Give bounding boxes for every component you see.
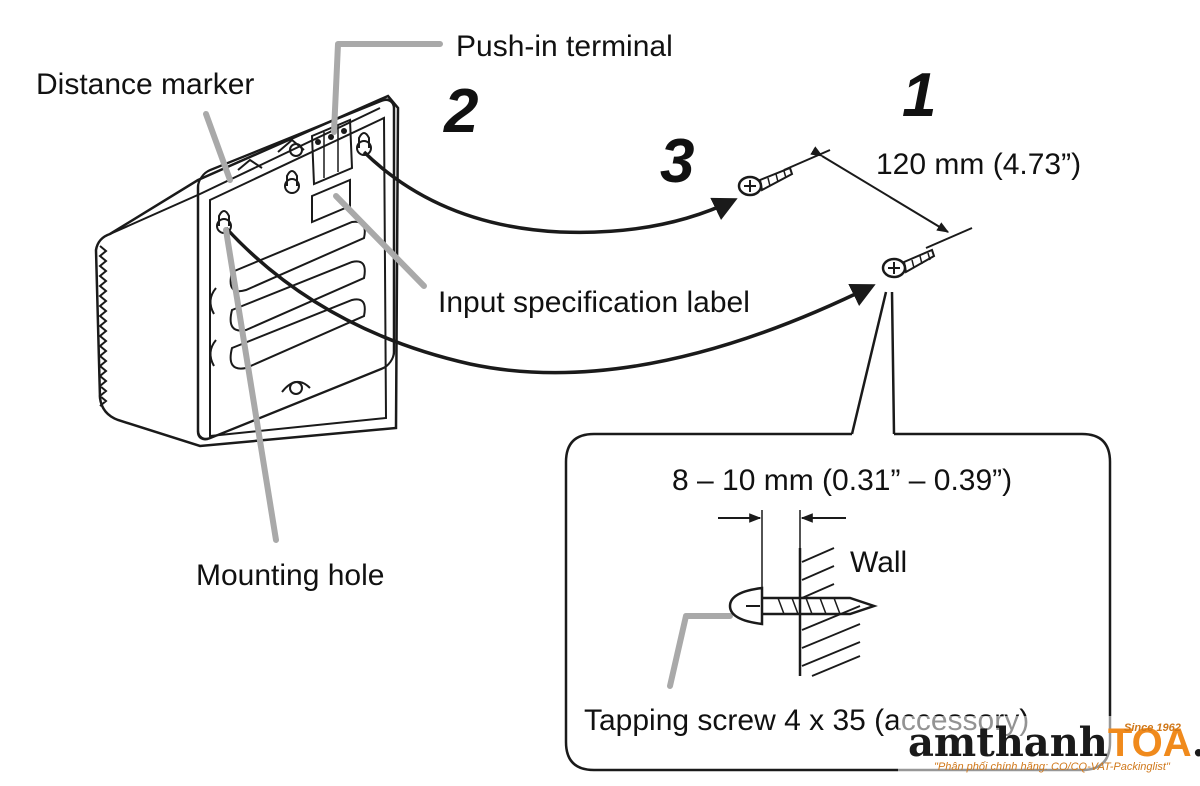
screw-side-view [728, 586, 878, 626]
keyhole-right [356, 132, 372, 156]
back-plate [196, 98, 396, 441]
arrow-upper [362, 150, 738, 235]
speaker-unit [94, 94, 400, 448]
leader-tapping-screw [667, 613, 733, 689]
wall-section [798, 547, 861, 677]
callout-frame [564, 432, 1112, 772]
leader-input-spec [333, 193, 427, 289]
arrow-lower [224, 226, 876, 375]
label-wall: Wall [850, 546, 907, 579]
step-number-2: 2 [443, 77, 478, 146]
label-distance-marker: Distance marker [36, 68, 254, 101]
screw-lower [881, 248, 936, 279]
brand-logo-text: amthanhTOA.vn [908, 719, 1200, 766]
leader-mounting-hole [223, 227, 279, 543]
label-push-in-terminal: Push-in terminal [456, 30, 673, 63]
step-number-3: 3 [660, 127, 694, 196]
back-slots [229, 220, 366, 370]
dimension-120mm [783, 146, 973, 249]
callout-pointer [850, 291, 896, 435]
screw-upper [737, 166, 794, 197]
leader-distance-marker [203, 111, 233, 183]
screw-hole-top [289, 143, 303, 157]
spec-label-plate [311, 178, 351, 224]
terminal-block [310, 118, 354, 186]
label-input-spec: Input specification label [438, 286, 750, 319]
brand-since: Since 1962 [1124, 722, 1181, 734]
brand-tagline: "Phân phối chính hãng: CO/CQ-VAT-Packing… [934, 761, 1171, 773]
detail-callout: 8 – 10 mm (0.31” – 0.39”) Wall Tapping s… [564, 291, 1112, 772]
leader-push-in-terminal [331, 41, 443, 135]
label-mounting-hole: Mounting hole [196, 559, 384, 592]
dimension-120mm-text: 120 mm (4.73”) [876, 148, 1081, 181]
dimension-8-10mm-text: 8 – 10 mm (0.31” – 0.39”) [672, 464, 1012, 497]
step-number-1: 1 [902, 61, 936, 130]
keyhole-center [284, 170, 300, 194]
brand-watermark: amthanhTOA.vn Since 1962 "Phân phối chín… [898, 716, 1200, 774]
speaker-body-side [94, 94, 400, 448]
speaker-grille [98, 245, 108, 407]
